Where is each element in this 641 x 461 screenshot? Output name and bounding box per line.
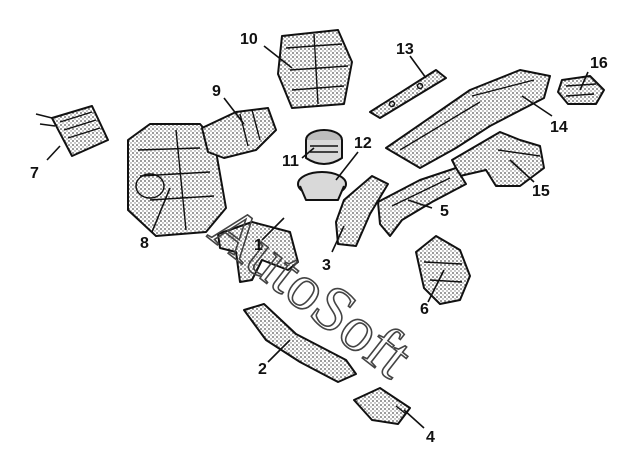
part-2-floor-duct	[243, 303, 357, 383]
callout-2: 2	[258, 361, 267, 378]
callout-15: 15	[532, 183, 550, 200]
callout-12: 12	[354, 135, 372, 152]
part-10-blower-housing	[277, 29, 353, 109]
part-13-bracket	[369, 69, 447, 119]
callout-6: 6	[420, 301, 429, 318]
part-3-duct-connector	[335, 175, 389, 247]
callout-8: 8	[140, 235, 149, 252]
callout-5: 5	[440, 203, 449, 220]
callout-13: 13	[396, 41, 414, 58]
callout-4: 4	[426, 429, 435, 446]
part-15-floor-duct	[451, 131, 545, 187]
callout-3: 3	[322, 257, 331, 274]
leader-lines	[46, 45, 589, 429]
part-7-resistor-module	[35, 105, 109, 157]
part-5-side-duct	[377, 167, 467, 237]
callout-9: 9	[212, 83, 221, 100]
callout-14: 14	[550, 119, 568, 136]
part-16-vent	[557, 75, 605, 105]
callout-11: 11	[282, 153, 299, 170]
part-1-lower-duct	[217, 221, 299, 283]
part-14-defroster-duct	[385, 69, 551, 169]
part-8-heater-housing	[127, 123, 227, 237]
part-9-duct-elbow	[201, 107, 277, 159]
callout-16: 16	[590, 55, 608, 72]
part-11-blower-motor	[305, 129, 343, 165]
callout-10: 10	[240, 31, 258, 48]
callout-7: 7	[30, 165, 39, 182]
callout-1: 1	[254, 237, 263, 254]
part-6-rear-vent	[415, 235, 471, 305]
part-4-outlet	[353, 387, 411, 425]
part-12-fan	[297, 171, 347, 201]
callout-labels: 1 2 3 4 5 6 7 8 9 10 11 12 13 14 15 16	[30, 31, 608, 446]
